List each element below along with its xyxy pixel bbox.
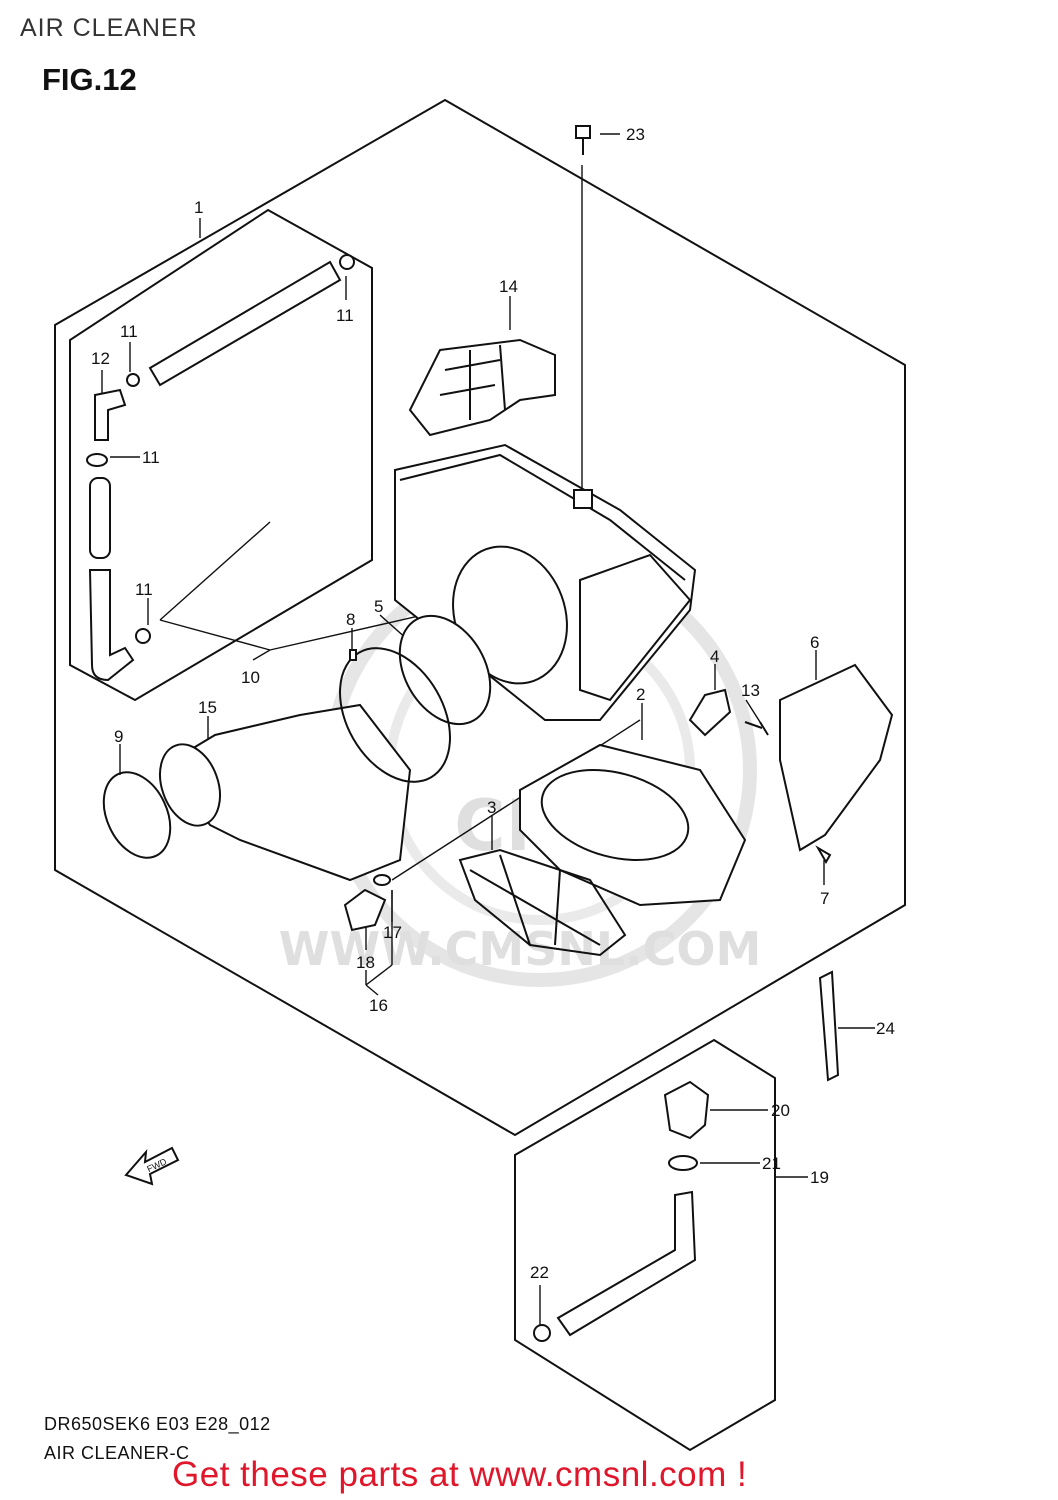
screw-7-icon (815, 845, 832, 865)
part-label-6: 6 (810, 633, 819, 652)
breather-hose-1 (148, 260, 342, 387)
intake-boot-15 (163, 703, 412, 882)
part-label-5: 5 (374, 597, 383, 616)
drain-assembly-frame (514, 1038, 776, 1452)
filter-screen-5 (398, 614, 492, 726)
check-valve-20 (663, 1080, 710, 1140)
part-label-17: 17 (383, 923, 402, 942)
element-cage-3 (458, 848, 627, 957)
watermark-text: WWW.CMSNL.COM (279, 922, 762, 976)
drain-cap-18 (343, 888, 387, 932)
part-label-15: 15 (198, 698, 217, 717)
clamp-11-icon (339, 254, 355, 270)
part-label-20: 20 (771, 1101, 790, 1120)
drain-hose-22 (556, 1190, 697, 1337)
part-label-13: 13 (741, 681, 760, 700)
fwd-arrow-icon: FWD (124, 1146, 180, 1186)
part-label-24: 24 (876, 1019, 895, 1038)
clamp-9-icon (102, 771, 172, 859)
screw-13-icon (744, 721, 769, 736)
part-label-23: 23 (626, 125, 645, 144)
part-label-9: 9 (114, 727, 123, 746)
part-label-12: 12 (91, 349, 110, 368)
part-label-11: 11 (336, 306, 354, 325)
part-label-7: 7 (820, 889, 829, 908)
leader-lines (101, 133, 875, 1325)
hose-segment (89, 477, 111, 559)
part-label-22: 22 (530, 1263, 549, 1282)
part-label-19: 19 (810, 1168, 829, 1187)
diagram-name: AIR CLEANER-C (44, 1443, 190, 1463)
part-label-11: 11 (135, 580, 153, 599)
bracket-24 (818, 970, 840, 1082)
part-label-10: 10 (241, 668, 260, 687)
part-label-14: 14 (499, 277, 518, 296)
part-label-18: 18 (356, 953, 375, 972)
clamp-21-icon (668, 1155, 698, 1171)
part-label-4: 4 (710, 647, 719, 666)
part-labels: 1 2 3 4 5 6 7 8 9 10 11 11 11 11 12 13 1… (91, 125, 895, 1282)
part-label-11: 11 (142, 448, 160, 467)
clamp-11-icon (135, 628, 151, 644)
clamp-11-icon (86, 453, 108, 467)
main-assembly-frame (54, 98, 906, 1137)
part-label-16: 16 (369, 996, 388, 1015)
screw-8-icon (349, 649, 357, 661)
clamp-11-icon (126, 373, 140, 387)
bolt-23-icon (575, 125, 591, 155)
grommet-4-icon (688, 688, 732, 737)
clip-17-icon (373, 874, 391, 886)
call-to-action-link[interactable]: Get these parts at www.cmsnl.com ! (172, 1455, 748, 1494)
hose-segment (88, 569, 135, 682)
figure-title: FIG.12 (42, 62, 137, 97)
seal-ring (339, 647, 451, 783)
side-cover-6 (779, 663, 894, 852)
elbow-12 (94, 388, 127, 441)
part-label-1: 1 (194, 198, 203, 217)
section-title: AIR CLEANER (20, 14, 198, 42)
clamp-22-icon (533, 1324, 551, 1342)
part-label-2: 2 (636, 685, 645, 704)
filter-element-2 (519, 743, 747, 907)
diagram-code: DR650SEK6 E03 E28_012 (44, 1414, 271, 1434)
part-label-8: 8 (346, 610, 355, 629)
part-label-3: 3 (487, 798, 496, 817)
part-label-11: 11 (120, 322, 138, 341)
part-label-21: 21 (762, 1154, 781, 1173)
tube-assembly-frame (69, 208, 373, 702)
